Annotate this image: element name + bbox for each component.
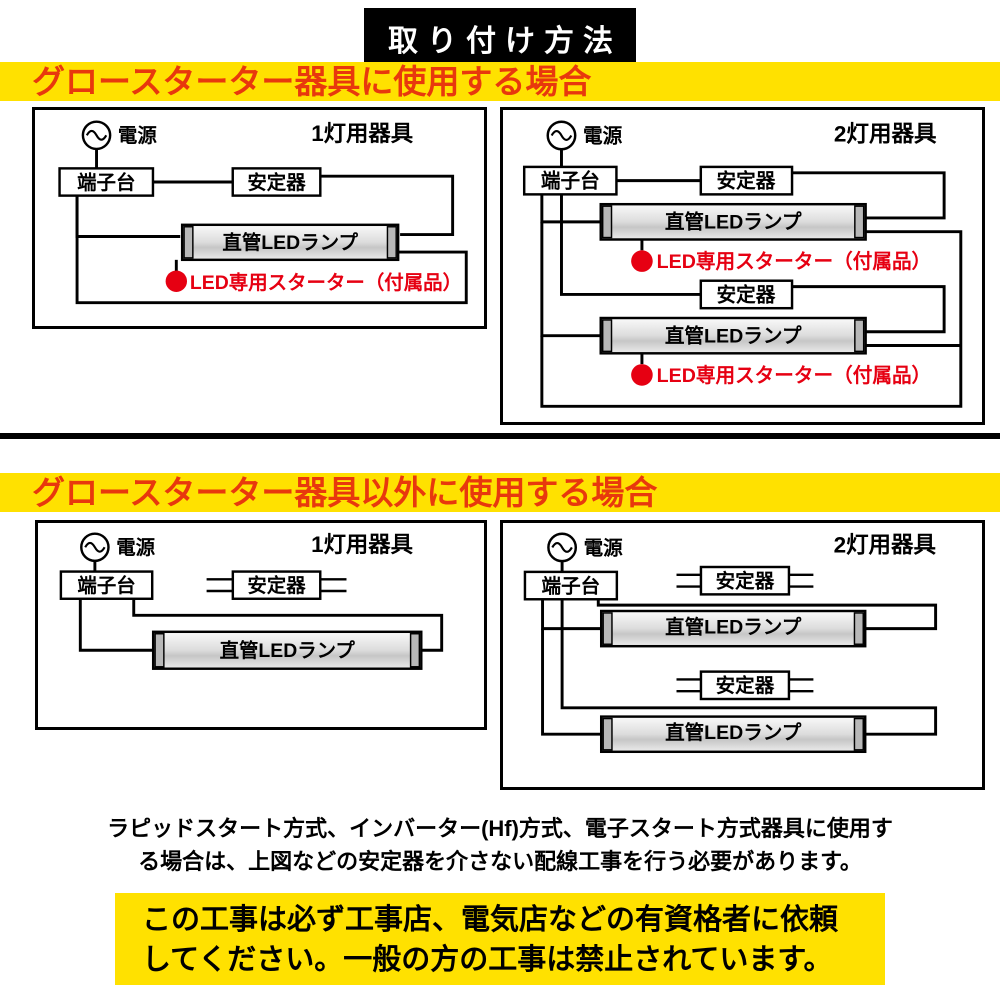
lamp-cap <box>183 226 194 259</box>
ballast-box <box>699 279 794 310</box>
panel-title: 2灯用器具 <box>834 532 937 557</box>
ballast-box <box>699 565 791 596</box>
ballast-label: 安定器 <box>717 170 776 193</box>
ac-wave-icon <box>85 129 108 141</box>
ballast-label: 安定器 <box>247 574 306 597</box>
panel-title: 2灯用器具 <box>834 121 937 146</box>
lamp-label: 直管LEDランプ <box>220 639 356 662</box>
terminal-label: 端子台 <box>541 170 600 193</box>
wire <box>541 628 602 736</box>
page-title: 取り付け方法 <box>364 8 636 69</box>
power-label: 電源 <box>583 124 623 147</box>
ballast-box <box>231 167 322 197</box>
starter-dot <box>631 364 653 386</box>
note-text: ラピッドスタート方式、インバーター(Hf)方式、電子スタート方式器具に使用す る… <box>0 812 1000 878</box>
led-lamp: 直管LEDランプ <box>599 316 867 355</box>
wire <box>560 599 938 736</box>
diagram-glow-2lamp-svg: 電源 2灯用器具 端子台 安定器 直管LEDランプ LED専用スターター（付属品… <box>522 120 963 408</box>
wire <box>78 598 154 652</box>
diagram-bypass-2lamp-svg: 電源 2灯用器具 端子台 安定器 直管LEDランプ 安定器 直管LEDランプ <box>523 532 938 754</box>
note-line-2: る場合は、上図などの安定器を介さない配線工事を行う必要があります。 <box>138 849 862 874</box>
lamp-label: 直管LEDランプ <box>665 211 802 234</box>
warning-line-1: この工事は必ず工事店、電気店などの有資格者に依頼 <box>142 904 839 936</box>
wire <box>540 194 601 224</box>
lamp-cap <box>854 319 865 353</box>
diagram-glow-2lamp: 電源 2灯用器具 端子台 安定器 直管LEDランプ LED専用スターター（付属品… <box>500 107 985 425</box>
power-label: 電源 <box>584 536 624 559</box>
power-label: 電源 <box>118 124 157 147</box>
starter-label: LED専用スターター（付属品） <box>657 364 932 387</box>
ballast-label: 安定器 <box>716 570 775 593</box>
wire <box>132 598 444 652</box>
ac-wave-icon <box>551 541 573 553</box>
lamp-cap <box>601 319 613 353</box>
ballast-box <box>231 570 322 600</box>
terminal-label: 端子台 <box>77 574 135 597</box>
starter-label: LED専用スターター（付属品） <box>657 250 932 273</box>
diagram-bypass-1lamp: 電源 1灯用器具 端子台 安定器 直管LEDランプ <box>35 520 487 730</box>
warning-line-2: してください。一般の方の工事は禁止されています。 <box>142 944 833 976</box>
led-lamp: 直管LEDランプ <box>599 609 867 648</box>
note-line-1: ラピッドスタート方式、インバーター(Hf)方式、電子スタート方式器具に使用す <box>107 816 893 841</box>
section1-header: グロースターター器具に使用する場合 <box>0 62 1000 101</box>
starter-dot <box>631 250 653 272</box>
wire <box>792 171 946 220</box>
wire <box>792 285 946 334</box>
terminal-label: 端子台 <box>542 574 601 597</box>
lamp-cap <box>601 205 613 239</box>
lamp-cap <box>853 612 864 645</box>
lamp-label: 直管LEDランプ <box>665 615 802 638</box>
cut-wire-stub <box>676 678 814 693</box>
power-label: 電源 <box>116 536 155 559</box>
wire <box>75 195 181 238</box>
ballast-label: 安定器 <box>717 283 776 306</box>
lamp-label: 直管LEDランプ <box>665 325 802 348</box>
wire <box>75 195 468 305</box>
led-lamp: 直管LEDランプ <box>151 630 423 670</box>
lamp-label: 直管LEDランプ <box>222 231 358 254</box>
ballast-label: 安定器 <box>716 674 775 697</box>
lamp-cap <box>854 205 865 239</box>
led-lamp: 直管LEDランプ <box>599 202 867 241</box>
led-lamp: 直管LEDランプ <box>180 223 400 262</box>
lamp-cap <box>602 612 613 645</box>
terminal-block <box>522 165 618 196</box>
lamp-cap <box>154 633 165 668</box>
diagram-glow-1lamp: 電源 1灯用器具 端子台 安定器 直管LEDランプ LED専用スターター（付属品… <box>32 107 487 329</box>
wire <box>596 599 938 631</box>
diagram-glow-1lamp-svg: 電源 1灯用器具 端子台 安定器 直管LEDランプ LED専用スターター（付属品… <box>58 120 468 305</box>
lamp-cap <box>602 717 613 751</box>
ballast-box <box>699 165 794 196</box>
starter-label: LED専用スターター（付属品） <box>190 271 462 294</box>
terminal-block <box>58 167 155 197</box>
cut-wire-stub <box>206 578 347 593</box>
lamp-cap <box>409 633 421 668</box>
led-lamp: 直管LEDランプ <box>599 715 867 754</box>
starter-dot <box>165 270 188 292</box>
wire <box>560 194 701 296</box>
wire <box>540 221 601 338</box>
panel-title: 1灯用器具 <box>311 532 413 557</box>
section2-header: グロースターター器具以外に使用する場合 <box>0 473 1000 512</box>
lamp-cap <box>853 717 864 751</box>
ballast-label: 安定器 <box>247 171 306 194</box>
warning-box: この工事は必ず工事店、電気店などの有資格者に依頼 してください。一般の方の工事は… <box>115 893 885 985</box>
section-divider <box>0 433 1000 439</box>
lamp-label: 直管LEDランプ <box>665 721 802 744</box>
diagram-bypass-1lamp-svg: 電源 1灯用器具 端子台 安定器 直管LEDランプ <box>59 532 444 670</box>
diagram-bypass-2lamp: 電源 2灯用器具 端子台 安定器 直管LEDランプ 安定器 直管LEDランプ <box>500 520 985 790</box>
lamp-cap <box>386 226 397 259</box>
wire <box>320 174 455 236</box>
ac-wave-icon <box>550 130 573 141</box>
panel-title: 1灯用器具 <box>311 121 414 146</box>
terminal-block <box>59 570 154 600</box>
ac-wave-icon <box>84 541 106 553</box>
terminal-label: 端子台 <box>77 171 135 194</box>
wire <box>541 599 602 631</box>
cut-wire-stub <box>676 573 814 588</box>
terminal-block <box>523 570 619 601</box>
ballast-box <box>699 670 791 701</box>
wire <box>540 230 963 408</box>
